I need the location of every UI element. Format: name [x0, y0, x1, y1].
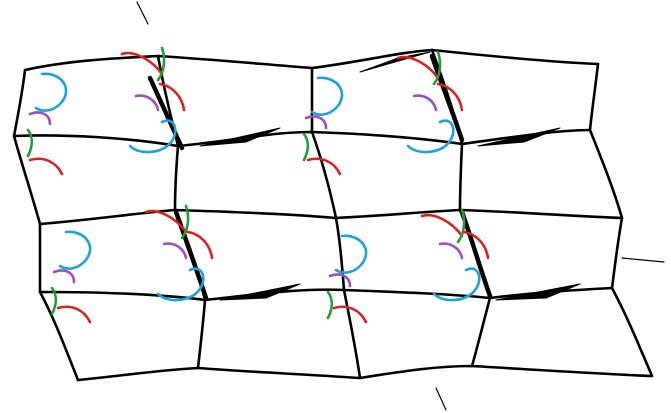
arc-blue-stroke [334, 234, 368, 274]
arc-red-stroke [420, 213, 464, 238]
edge-right [588, 62, 654, 378]
arc-blue-stroke [156, 267, 205, 302]
arc-red-stroke [186, 230, 214, 260]
ink-wedge [477, 127, 561, 147]
arc-green-stroke [50, 286, 58, 316]
arc-blue-stroke [128, 119, 177, 154]
arc-purple-stroke [304, 115, 328, 130]
arc-blue-stroke [406, 119, 455, 154]
stray-mark [136, 1, 149, 25]
arc-green-stroke [432, 50, 442, 86]
edge-row-2 [38, 208, 624, 226]
arc-purple-stroke [412, 94, 438, 112]
arc-blue-stroke [432, 267, 481, 302]
stray-mark [621, 257, 665, 263]
arc-red-stroke [158, 82, 186, 112]
arc-purple-stroke [28, 111, 52, 126]
bold-stroke [429, 53, 465, 143]
arc-red-stroke [144, 209, 188, 234]
ink-wedge [495, 283, 581, 301]
arc-green-stroke [456, 208, 466, 244]
bold-strokes [147, 51, 581, 301]
edge-row-4 [76, 364, 654, 382]
arc-red-stroke [462, 230, 490, 260]
arc-green-stroke [326, 290, 334, 320]
arc-red-stroke [56, 305, 92, 324]
arc-red-stroke [120, 51, 164, 76]
arc-purple-stroke [162, 242, 188, 260]
arc-purple-stroke [52, 269, 76, 284]
ink-wedge [199, 127, 281, 147]
arc-green-stroke [302, 132, 310, 162]
horizontal-edges [12, 48, 654, 382]
arc-red-stroke [332, 305, 368, 324]
arc-purple-stroke [134, 94, 160, 112]
arc-green-stroke [156, 46, 166, 82]
stray-mark [435, 387, 447, 411]
bold-stroke [147, 75, 185, 151]
arc-blue-stroke [34, 72, 68, 112]
ink-wedge [219, 283, 301, 301]
bold-stroke [459, 209, 493, 299]
arc-red-stroke [436, 82, 464, 112]
edge-col-2 [310, 66, 362, 380]
arc-red-stroke [306, 157, 342, 176]
arc-red-stroke [28, 157, 64, 176]
ink-wedge [359, 51, 431, 73]
arc-purple-stroke [438, 242, 464, 260]
arc-blue-stroke [58, 230, 92, 270]
arc-green-stroke [26, 128, 34, 158]
arc-purple-stroke [328, 273, 352, 288]
arc-blue-stroke [310, 76, 344, 116]
edge-left-a [12, 68, 80, 382]
arc-green-stroke [180, 204, 190, 240]
bold-stroke [173, 209, 209, 301]
edge-col-3 [430, 48, 492, 368]
colored-arcs [26, 46, 490, 324]
arc-red-stroke [396, 55, 440, 80]
